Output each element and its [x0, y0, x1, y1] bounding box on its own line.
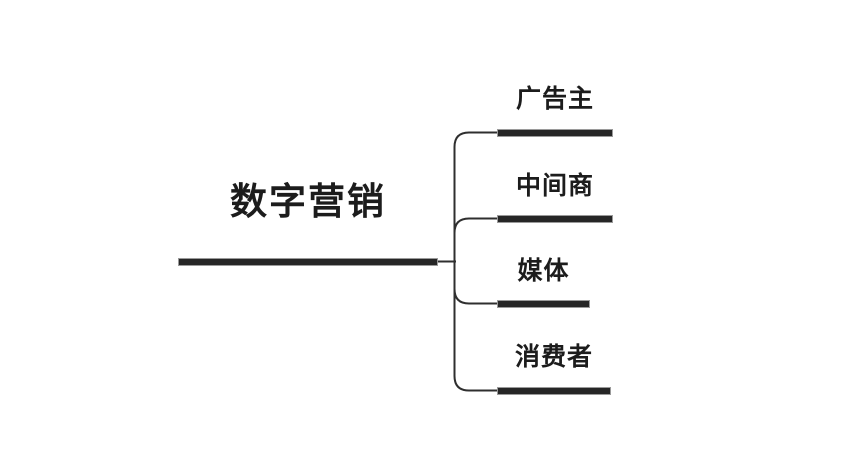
- child-node-line-middleman[interactable]: [497, 215, 613, 223]
- child-node-label-consumer[interactable]: 消费者: [514, 344, 593, 371]
- child-node-line-consumer[interactable]: [497, 387, 611, 395]
- root-node-line[interactable]: [178, 258, 438, 266]
- child-node-line-advertiser[interactable]: [497, 129, 613, 137]
- child-node-label-middleman[interactable]: 中间商: [515, 173, 594, 200]
- branch-connector-consumer: [453, 261, 497, 392]
- branch-connector-advertiser: [453, 131, 497, 262]
- branch-connector-middleman: [453, 217, 497, 262]
- child-node-label-advertiser[interactable]: 广告主: [515, 86, 594, 113]
- branch-connector-media: [453, 261, 497, 305]
- child-node-line-media[interactable]: [497, 300, 590, 308]
- child-node-label-media[interactable]: 媒体: [517, 258, 570, 285]
- root-node-label[interactable]: 数字营销: [230, 182, 386, 223]
